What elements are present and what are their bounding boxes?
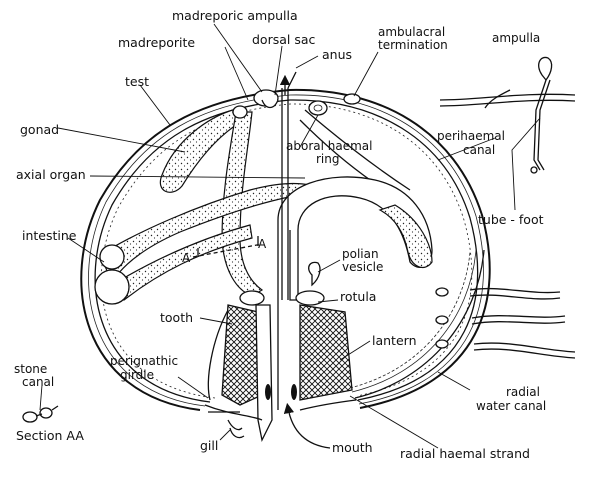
label-aboral-line1: aboral haemal	[286, 139, 372, 153]
label-stone-canal-line2: canal	[22, 375, 54, 389]
label-perignathic-line1: perignathic	[110, 354, 178, 368]
label-test: test	[125, 74, 149, 89]
label-ambulacral-line1: ambulacral	[378, 25, 445, 39]
label-tooth: tooth	[160, 310, 193, 325]
rectum	[281, 71, 297, 300]
gill-structure	[227, 419, 245, 439]
label-madreporic-ampulla: madreporic ampulla	[172, 8, 298, 23]
tooth	[255, 304, 297, 442]
lantern-left	[221, 304, 263, 406]
oesophagus-loop	[277, 176, 433, 410]
label-radial-water-line2: water canal	[476, 399, 546, 413]
label-section-a-left: A	[182, 251, 191, 265]
label-lantern: lantern	[372, 333, 417, 348]
ampulla-detail	[439, 56, 576, 174]
label-ampulla: ampulla	[492, 31, 540, 45]
rotula	[239, 290, 325, 306]
label-intestine: intestine	[22, 228, 77, 243]
labels: madreporic ampulla dorsal sac madreporit…	[14, 8, 546, 461]
label-perihaemal-line2: canal	[463, 143, 495, 157]
peristome	[204, 399, 357, 421]
gonad-left	[159, 107, 249, 193]
label-dorsal-sac: dorsal sac	[252, 32, 316, 47]
label-section-a-right: A	[258, 237, 267, 251]
label-anus: anus	[322, 47, 352, 62]
label-gill: gill	[200, 438, 218, 453]
label-madreporite: madreporite	[118, 35, 195, 50]
label-ambulacral-line2: termination	[378, 38, 448, 52]
madreporic-ampulla	[232, 89, 279, 119]
label-section-aa: Section AA	[16, 428, 84, 443]
lantern-right	[299, 304, 353, 401]
section-aa-drawing	[22, 405, 59, 423]
label-aboral-line2: ring	[316, 152, 340, 166]
leader-lines	[39, 23, 541, 449]
mouth-arrow	[283, 402, 331, 449]
label-rotula: rotula	[340, 289, 376, 304]
radial-haemal-strand	[349, 251, 471, 389]
ambulacral-termination	[343, 93, 361, 105]
label-perihaemal-line1: perihaemal	[437, 129, 505, 143]
dorsal-sac	[261, 99, 279, 109]
label-polian-line2: vesicle	[342, 260, 383, 274]
label-radial-water-line1: radial	[506, 385, 540, 399]
label-tube-foot: tube - foot	[478, 212, 544, 227]
label-polian-line1: polian	[342, 247, 379, 261]
label-radial-haemal-strand: radial haemal strand	[400, 446, 530, 461]
label-stone-canal-line1: stone	[14, 362, 47, 376]
polian-vesicle	[308, 261, 321, 287]
aboral-haemal-ring	[308, 100, 328, 116]
label-gonad: gonad	[20, 122, 59, 137]
perignathic-girdle	[207, 309, 229, 401]
label-perignathic-line2: girdle	[120, 368, 154, 382]
label-axial-organ: axial organ	[16, 167, 86, 182]
label-mouth: mouth	[332, 440, 373, 455]
section-line-aa	[192, 236, 263, 258]
tube-feet	[435, 287, 576, 359]
